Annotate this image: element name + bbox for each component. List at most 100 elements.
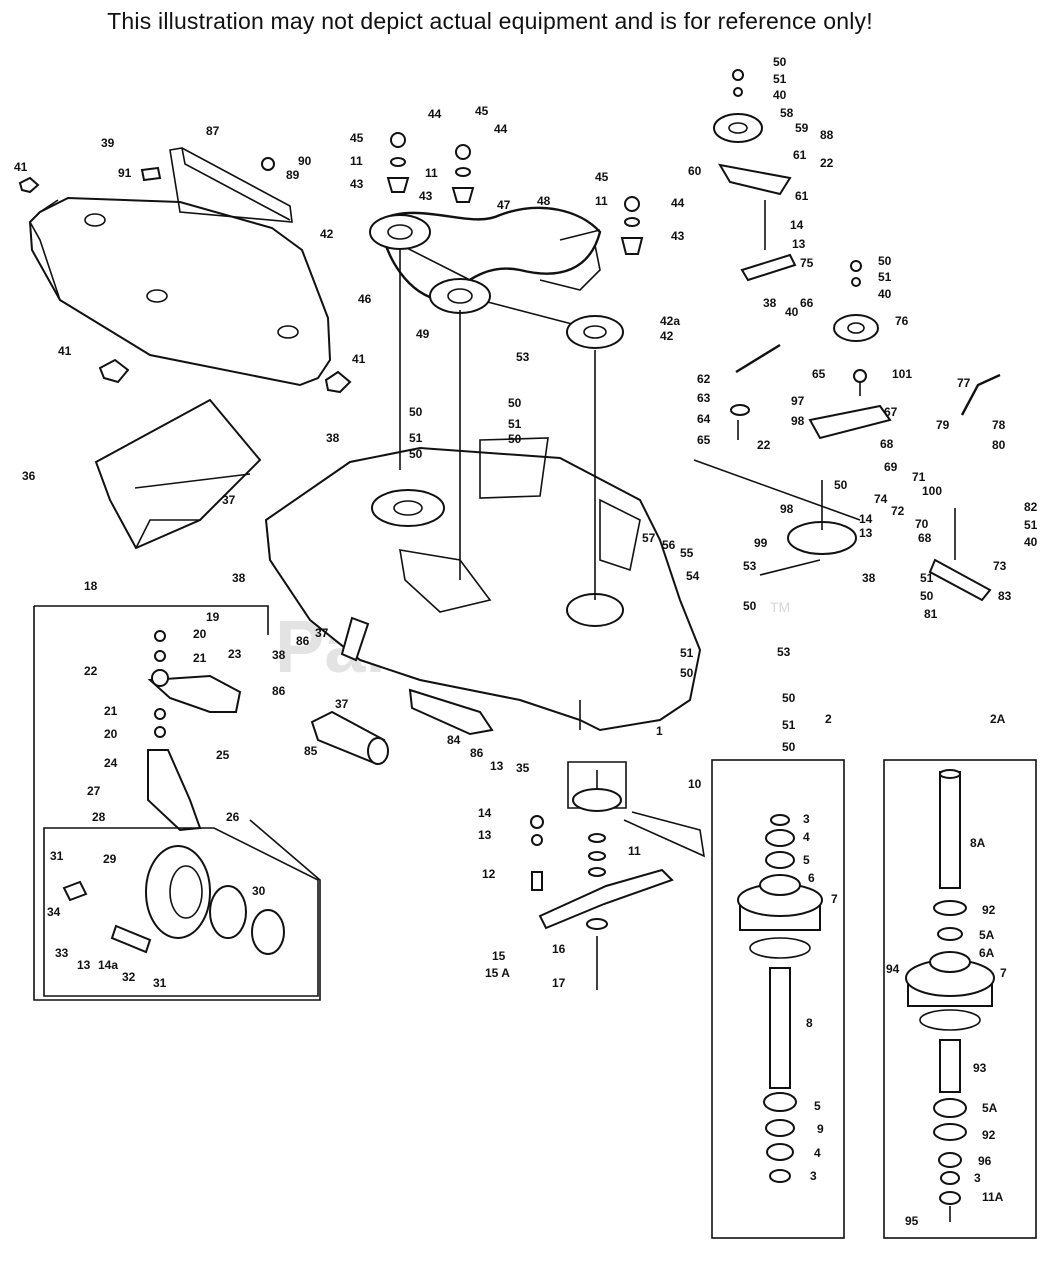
callout-54: 54 xyxy=(686,569,700,583)
callout-13: 13 xyxy=(478,828,492,842)
callout-51: 51 xyxy=(920,571,934,585)
callout-38: 38 xyxy=(326,431,340,445)
bracket-83 xyxy=(928,508,992,602)
callout-46: 46 xyxy=(358,292,372,306)
watermark-trademark: TM xyxy=(770,599,790,615)
callout-76: 76 xyxy=(895,314,909,328)
callout-53: 53 xyxy=(777,645,791,659)
callout-71: 71 xyxy=(912,470,926,484)
callout-17: 17 xyxy=(552,976,566,990)
spindle-lower-stack-2a xyxy=(933,1039,967,1222)
spindle-shaft-8a xyxy=(939,769,961,889)
callout-61: 61 xyxy=(793,148,807,162)
callout-65: 65 xyxy=(697,433,711,447)
callout-44: 44 xyxy=(494,122,508,136)
callout-24: 24 xyxy=(104,756,118,770)
idler-stack-left xyxy=(386,132,410,193)
callout-5: 5 xyxy=(803,853,810,867)
callout-77: 77 xyxy=(957,376,971,390)
callout-81: 81 xyxy=(924,607,938,621)
callout-40: 40 xyxy=(878,287,892,301)
callout-18: 18 xyxy=(84,579,98,593)
callout-22: 22 xyxy=(84,664,98,678)
callout-10: 10 xyxy=(688,777,702,791)
callout-43: 43 xyxy=(419,189,433,203)
callout-96: 96 xyxy=(978,1154,992,1168)
callout-86: 86 xyxy=(272,684,286,698)
callout-50: 50 xyxy=(878,254,892,268)
knob-41-bottom xyxy=(98,358,130,384)
callout-15a: 15 A xyxy=(485,966,510,980)
wheel-subbox-28 xyxy=(43,827,319,997)
spindle-shaft-8 xyxy=(769,967,791,1089)
callout-45: 45 xyxy=(475,104,489,118)
callout-5a: 5A xyxy=(979,928,995,942)
callout-100: 100 xyxy=(922,484,942,498)
callout-78: 78 xyxy=(992,418,1006,432)
nut-90 xyxy=(261,157,275,171)
screw-91 xyxy=(140,166,162,182)
callout-11a: 11A xyxy=(982,1190,1004,1204)
callout-11: 11 xyxy=(595,194,608,208)
callout-62: 62 xyxy=(697,372,711,386)
callout-3: 3 xyxy=(974,1171,981,1185)
callout-43: 43 xyxy=(350,177,364,191)
callout-50: 50 xyxy=(743,599,757,613)
roller-bracket-84 xyxy=(340,616,494,736)
callout-3: 3 xyxy=(803,812,810,826)
spindle-box-2a xyxy=(883,759,1037,1239)
callout-45: 45 xyxy=(595,170,609,184)
callout-91: 91 xyxy=(118,166,132,180)
callout-82: 82 xyxy=(1024,500,1038,514)
callout-49: 49 xyxy=(416,327,430,341)
callout-14a: 14a xyxy=(98,958,118,972)
idler-arm-62 xyxy=(730,343,781,440)
callout-7: 7 xyxy=(831,892,838,906)
callout-6: 6 xyxy=(808,871,815,885)
callout-70: 70 xyxy=(915,517,929,531)
callout-3: 3 xyxy=(810,1169,817,1183)
callout-29: 29 xyxy=(103,852,117,866)
callout-42a: 42a xyxy=(660,314,680,328)
rod-77 xyxy=(960,373,1001,416)
pulley-42-left xyxy=(369,214,431,250)
callout-41: 41 xyxy=(352,352,366,366)
callout-43: 43 xyxy=(671,229,685,243)
callout-36: 36 xyxy=(22,469,36,483)
callout-51: 51 xyxy=(1024,518,1038,532)
callout-34: 34 xyxy=(47,905,61,919)
callout-45: 45 xyxy=(350,131,364,145)
spindle-housing-7 xyxy=(737,814,823,959)
spindle-housing-2a xyxy=(905,900,995,1031)
callout-50: 50 xyxy=(409,447,423,461)
callout-13: 13 xyxy=(859,526,873,540)
callout-101: 101 xyxy=(892,367,912,381)
callout-50: 50 xyxy=(508,396,522,410)
callout-47: 47 xyxy=(497,198,511,212)
caster-wheel-box xyxy=(33,605,321,1001)
spindle-assembly xyxy=(567,761,706,877)
callout-50: 50 xyxy=(920,589,934,603)
callout-20: 20 xyxy=(104,727,118,741)
axle-32 xyxy=(110,924,152,954)
callout-40: 40 xyxy=(785,305,799,319)
callout-2a: 2A xyxy=(990,712,1006,726)
callout-51: 51 xyxy=(782,718,796,732)
callout-92: 92 xyxy=(982,903,996,917)
nut-14 xyxy=(530,815,544,829)
callout-92: 92 xyxy=(982,1128,996,1142)
callout-4: 4 xyxy=(803,830,810,844)
callout-63: 63 xyxy=(697,391,711,405)
callout-50: 50 xyxy=(409,405,423,419)
pulley-76 xyxy=(833,260,879,342)
callout-8: 8 xyxy=(806,1016,813,1030)
callout-87: 87 xyxy=(206,124,220,138)
knob-41-right xyxy=(324,370,352,394)
callout-13: 13 xyxy=(792,237,806,251)
callout-50: 50 xyxy=(782,691,796,705)
callout-5: 5 xyxy=(814,1099,821,1113)
callout-38: 38 xyxy=(763,296,777,310)
callout-7: 7 xyxy=(1000,966,1007,980)
callout-88: 88 xyxy=(820,128,834,142)
